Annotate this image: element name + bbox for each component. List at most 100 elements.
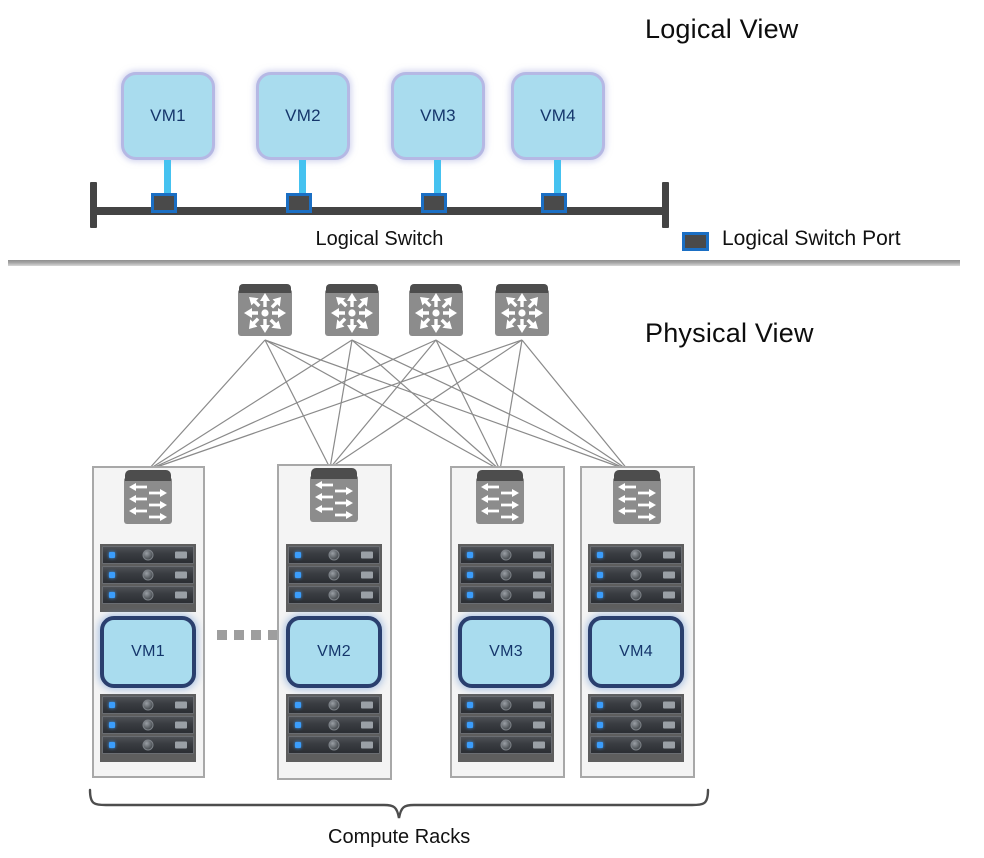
drive-knob-icon <box>500 569 512 581</box>
server-unit[interactable] <box>102 546 194 564</box>
status-led-icon <box>467 722 473 728</box>
server-unit[interactable] <box>460 736 552 754</box>
logical-switch-port-icon <box>682 232 709 251</box>
drive-knob-icon <box>142 569 154 581</box>
ellipsis-dot <box>268 630 278 640</box>
drive-knob-icon <box>328 589 340 601</box>
server-unit[interactable] <box>288 736 380 754</box>
drive-tray-icon <box>663 721 675 729</box>
logical-switch-port[interactable] <box>286 193 312 213</box>
logical-vm-label: VM3 <box>420 106 456 125</box>
server-unit[interactable] <box>102 716 194 734</box>
switch-arrows-icon <box>481 483 519 521</box>
server-unit[interactable] <box>590 736 682 754</box>
vm-port-link <box>299 160 306 200</box>
spine-router-icon[interactable] <box>238 284 292 336</box>
status-led-icon <box>467 592 473 598</box>
status-led-icon <box>295 592 301 598</box>
drive-tray-icon <box>533 571 545 579</box>
server-stack-upper <box>100 544 196 612</box>
logical-switch-right-cap <box>662 182 669 228</box>
server-unit[interactable] <box>288 696 380 714</box>
top-of-rack-switch-icon[interactable] <box>613 470 661 524</box>
server-unit[interactable] <box>288 586 380 604</box>
spine-router-icon[interactable] <box>409 284 463 336</box>
rack-vm-label: VM2 <box>317 643 351 660</box>
logical-vm-box[interactable]: VM1 <box>121 72 215 160</box>
status-led-icon <box>109 742 115 748</box>
drive-knob-icon <box>142 589 154 601</box>
drive-tray-icon <box>361 741 373 749</box>
rack-vm-box[interactable]: VM4 <box>588 616 684 688</box>
top-of-rack-switch-icon[interactable] <box>310 468 358 522</box>
spine-router-icon[interactable] <box>495 284 549 336</box>
drive-knob-icon <box>500 739 512 751</box>
logical-switch-bar[interactable] <box>90 207 669 215</box>
drive-knob-icon <box>500 549 512 561</box>
status-led-icon <box>597 722 603 728</box>
status-led-icon <box>109 552 115 558</box>
status-led-icon <box>109 702 115 708</box>
switch-arrows-icon <box>129 483 167 521</box>
drive-tray-icon <box>361 571 373 579</box>
logical-vm-box[interactable]: VM3 <box>391 72 485 160</box>
server-unit[interactable] <box>460 696 552 714</box>
logical-switch-port[interactable] <box>151 193 177 213</box>
logical-switch-left-cap <box>90 182 97 228</box>
vm-port-link <box>434 160 441 200</box>
status-led-icon <box>295 572 301 578</box>
status-led-icon <box>467 702 473 708</box>
server-unit[interactable] <box>590 716 682 734</box>
server-unit[interactable] <box>590 546 682 564</box>
server-unit[interactable] <box>102 736 194 754</box>
status-led-icon <box>597 702 603 708</box>
logical-vm-box[interactable]: VM2 <box>256 72 350 160</box>
logical-vm-box[interactable]: VM4 <box>511 72 605 160</box>
drive-tray-icon <box>361 591 373 599</box>
server-unit[interactable] <box>288 716 380 734</box>
drive-knob-icon <box>500 699 512 711</box>
status-led-icon <box>109 722 115 728</box>
server-unit[interactable] <box>102 566 194 584</box>
rack-vm-label: VM4 <box>619 643 653 660</box>
status-led-icon <box>597 742 603 748</box>
ellipsis-dot <box>251 630 261 640</box>
top-of-rack-switch-icon[interactable] <box>124 470 172 524</box>
server-stack-lower <box>286 694 382 762</box>
rack-vm-box[interactable]: VM2 <box>286 616 382 688</box>
drive-knob-icon <box>500 719 512 731</box>
server-unit[interactable] <box>590 566 682 584</box>
server-unit[interactable] <box>590 696 682 714</box>
server-unit[interactable] <box>288 566 380 584</box>
drive-tray-icon <box>533 701 545 709</box>
status-led-icon <box>295 722 301 728</box>
logical-switch-port[interactable] <box>541 193 567 213</box>
drive-tray-icon <box>361 551 373 559</box>
server-unit[interactable] <box>288 546 380 564</box>
rack-vm-box[interactable]: VM1 <box>100 616 196 688</box>
status-led-icon <box>109 592 115 598</box>
drive-tray-icon <box>175 721 187 729</box>
logical-switch-port[interactable] <box>421 193 447 213</box>
server-unit[interactable] <box>460 586 552 604</box>
drive-tray-icon <box>175 571 187 579</box>
router-arrows-icon <box>501 293 543 333</box>
server-unit[interactable] <box>460 716 552 734</box>
rack-vm-box[interactable]: VM3 <box>458 616 554 688</box>
top-of-rack-switch-icon[interactable] <box>476 470 524 524</box>
server-unit[interactable] <box>460 566 552 584</box>
server-unit[interactable] <box>460 546 552 564</box>
drive-tray-icon <box>361 701 373 709</box>
server-unit[interactable] <box>102 696 194 714</box>
drive-tray-icon <box>175 591 187 599</box>
drive-knob-icon <box>630 589 642 601</box>
server-unit[interactable] <box>102 586 194 604</box>
drive-tray-icon <box>175 701 187 709</box>
spine-router-icon[interactable] <box>325 284 379 336</box>
status-led-icon <box>597 572 603 578</box>
server-unit[interactable] <box>590 586 682 604</box>
drive-tray-icon <box>663 571 675 579</box>
vm-port-link <box>554 160 561 200</box>
